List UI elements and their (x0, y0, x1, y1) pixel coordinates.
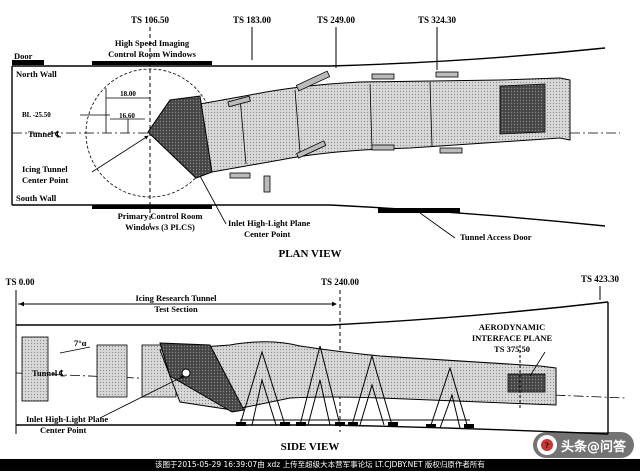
side-tunnel-cl-label: Tunnel ℄ (32, 368, 65, 378)
side-ts-label: TS 0.00 (5, 277, 35, 287)
primary-windows-marker (92, 205, 212, 209)
north-wall-label: North Wall (16, 69, 57, 79)
dim-label: 16.60 (119, 112, 135, 120)
plan-tunnel-cl-label: Tunnel ℄ (28, 129, 61, 139)
aero-plane-label: AERODYNAMIC (479, 322, 546, 332)
south-wall-label: South Wall (16, 193, 57, 203)
icing-center-label: Icing Tunnel (22, 164, 68, 174)
door-marker (12, 60, 44, 65)
footer-caption: 该图于2015-05-29 16:39:07由 xdz 上传至超级大本营军事论坛… (0, 459, 640, 471)
plan-ts-ticks (149, 27, 438, 228)
side-center-point (181, 368, 191, 378)
door-label: Door (14, 51, 33, 61)
watermark-badge: ? 头条@问答 (532, 432, 634, 458)
plan-ts-label: TS 106.50 (131, 15, 170, 25)
side-inlet-label: Inlet High-Light Plane (26, 414, 108, 424)
angle-label: 7°α (74, 338, 87, 348)
side-view: TS 0.00 TS 240.00 TS 423.30 Icing Resear… (5, 274, 626, 453)
inlet-plane-label: Inlet High-Light Plane (228, 218, 310, 228)
angle-line (59, 346, 91, 354)
side-inlet-dark (159, 342, 245, 413)
hs-imaging-label: High Speed Imaging (115, 38, 190, 48)
plan-ts-label: TS 183.00 (233, 15, 272, 25)
side-inlet-leader (99, 375, 185, 419)
side-inlet-label: Center Point (40, 425, 87, 435)
side-ts-label: TS 240.00 (321, 277, 360, 287)
logo-icon: ? (536, 435, 557, 455)
access-door-leader (419, 212, 456, 239)
plan-ts-label: TS 249.00 (317, 15, 356, 25)
side-support-structure (239, 345, 470, 429)
icing-center-leader (91, 135, 149, 173)
inlet-plane-label: Center Point (244, 229, 291, 239)
aero-plane-leader (529, 351, 546, 377)
svg-text:?: ? (545, 441, 549, 450)
access-door-marker (378, 208, 460, 213)
plan-inlet-dark (147, 95, 213, 179)
inlet-plane-leader (199, 175, 227, 225)
side-engine-block (507, 373, 546, 393)
plan-view-title: PLAN VIEW (278, 248, 341, 260)
plan-view: TS 106.50 TS 183.00 TS 249.00 TS 324.30 … (11, 15, 620, 260)
primary-windows-label: Primary Control Room (118, 211, 203, 221)
side-support-feet (236, 422, 474, 428)
hs-imaging-label: Control Room Windows (108, 49, 197, 59)
aero-plane-label: INTERFACE PLANE (472, 333, 553, 343)
dim-label: 18.00 (120, 90, 136, 98)
plan-model-frames (239, 81, 433, 165)
side-ts-label: TS 423.30 (581, 274, 620, 284)
hs-windows-marker (92, 61, 212, 65)
icing-center-label: Center Point (22, 175, 69, 185)
plan-tunnel-walls (11, 47, 606, 227)
aero-plane-label: TS 375.50 (494, 344, 530, 354)
plan-dim-lines (80, 88, 150, 133)
plan-engine-block (499, 83, 546, 135)
plan-ts-label: TS 324.30 (418, 15, 457, 25)
primary-windows-label: Windows (3 PLCS) (125, 222, 195, 232)
watermark-text: 头条@问答 (560, 439, 626, 455)
dim-label: BL -25.50 (22, 111, 51, 119)
access-door-label: Tunnel Access Door (460, 232, 532, 242)
plan-support-struts (227, 70, 463, 193)
section-label: Test Section (154, 304, 198, 314)
side-view-title: SIDE VIEW (281, 441, 340, 453)
section-label: Icing Research Tunnel (135, 293, 217, 303)
